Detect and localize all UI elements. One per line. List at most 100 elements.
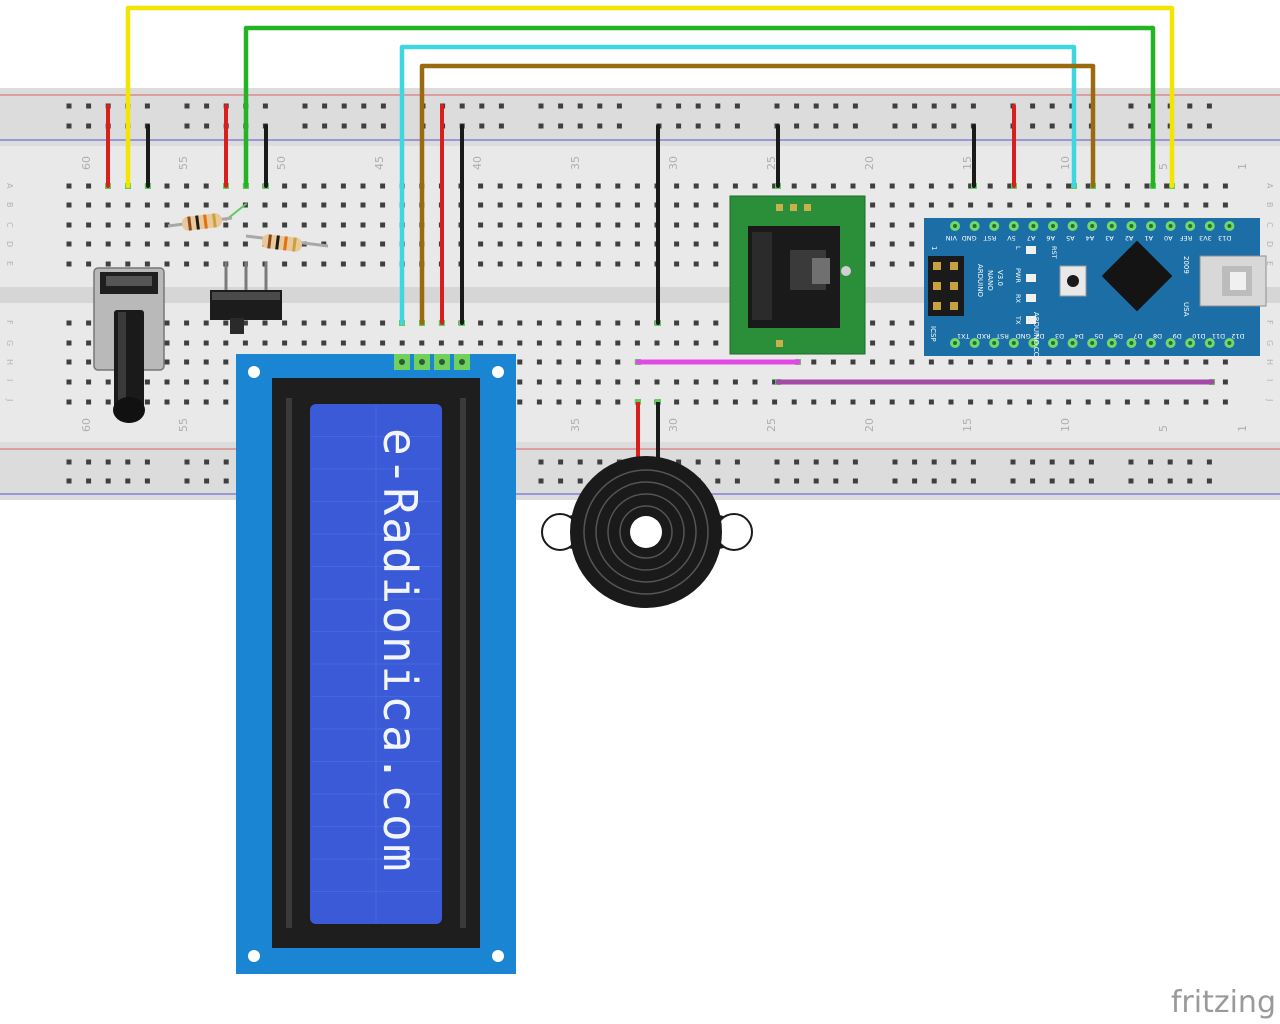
nano-top-pin-label: GND bbox=[962, 234, 977, 242]
column-number: 5 bbox=[1157, 163, 1170, 170]
jumper-wires bbox=[106, 5, 1215, 385]
nano-bottom-pin-label: GND bbox=[1016, 332, 1031, 340]
row-letter: B bbox=[5, 202, 14, 208]
arduino-nano: D13 3V3 REF A0 A1 A2 A3 A4 A5 A6 A7 5V RST GND VIN D12… bbox=[924, 218, 1267, 357]
lcd-module: e-Radionica.com bbox=[236, 354, 516, 974]
reset-label: RST bbox=[1050, 246, 1058, 259]
potentiometer bbox=[93, 267, 165, 423]
nano-top-pin-label: RST bbox=[984, 234, 997, 242]
column-number: 45 bbox=[373, 156, 386, 170]
nano-bottom-pin-label: D7 bbox=[1133, 332, 1142, 340]
row-letter: G bbox=[1265, 340, 1274, 346]
column-number: 5 bbox=[1157, 425, 1170, 432]
led-label-pwr: PWR bbox=[1014, 268, 1022, 283]
column-number: 10 bbox=[1059, 418, 1072, 432]
lcd-display-text: e-Radionica.com bbox=[373, 428, 427, 873]
column-number: 60 bbox=[80, 156, 93, 170]
row-letter: A bbox=[5, 183, 14, 189]
column-number: 25 bbox=[765, 156, 778, 170]
nano-top-pin-label: 3V3 bbox=[1199, 234, 1212, 242]
country-label: USA bbox=[1182, 302, 1190, 317]
column-number: 20 bbox=[863, 418, 876, 432]
column-number: 1 bbox=[1236, 425, 1249, 432]
column-number: 20 bbox=[863, 156, 876, 170]
nano-bottom-pin-label: D4 bbox=[1075, 332, 1084, 340]
column-number: 40 bbox=[471, 156, 484, 170]
row-letter: F bbox=[1265, 320, 1274, 325]
nano-top-pin-label: REF bbox=[1180, 234, 1193, 242]
column-number: 25 bbox=[765, 418, 778, 432]
row-letter: F bbox=[5, 320, 14, 325]
piezo-buzzer bbox=[541, 402, 753, 608]
column-number: 55 bbox=[177, 156, 190, 170]
column-number: 60 bbox=[80, 418, 93, 432]
nano-bottom-pin-label: D9 bbox=[1173, 332, 1182, 340]
model-line-2: NANO bbox=[986, 270, 994, 291]
row-letter: J bbox=[1265, 398, 1274, 401]
nano-bottom-pin-label: RST bbox=[996, 332, 1009, 340]
nano-top-pin-label: A0 bbox=[1164, 234, 1173, 242]
nano-top-pin-label: A3 bbox=[1105, 234, 1114, 242]
nano-bottom-pin-label: D11 bbox=[1212, 332, 1225, 340]
resistor-1 bbox=[167, 213, 233, 231]
column-number: 35 bbox=[569, 156, 582, 170]
nano-bottom-pin-label: RXD bbox=[977, 332, 991, 340]
column-number: 50 bbox=[275, 156, 288, 170]
row-letter: H bbox=[1265, 359, 1274, 365]
led-label-rx: RX bbox=[1014, 294, 1022, 304]
nano-top-pin-label: A2 bbox=[1125, 234, 1134, 242]
nano-top-pin-label: A6 bbox=[1046, 234, 1055, 242]
nano-top-pin-label: 5V bbox=[1007, 234, 1016, 242]
led-label-tx: TX bbox=[1014, 315, 1022, 325]
column-number: 15 bbox=[961, 418, 974, 432]
nano-bottom-pin-label: D5 bbox=[1094, 332, 1103, 340]
nano-top-pin-label: A7 bbox=[1027, 234, 1036, 242]
row-letter: C bbox=[5, 222, 14, 228]
nano-bottom-pin-label: D2 bbox=[1035, 332, 1044, 340]
resistor-2 bbox=[245, 234, 329, 252]
row-letter: D bbox=[1265, 241, 1274, 247]
nano-top-pin-label: A1 bbox=[1144, 234, 1153, 242]
row-letter: H bbox=[5, 359, 14, 365]
column-number: 30 bbox=[667, 156, 680, 170]
row-letter: E bbox=[5, 261, 14, 266]
row-letter: A bbox=[1265, 183, 1274, 189]
nano-bottom-pin-label: D12 bbox=[1231, 332, 1244, 340]
green-wire bbox=[243, 25, 1156, 189]
column-number: 15 bbox=[961, 156, 974, 170]
audio-jack-module bbox=[729, 195, 866, 355]
row-letter: I bbox=[1265, 379, 1274, 381]
site-label: ARDUINO.CC bbox=[1032, 312, 1040, 357]
row-letter: B bbox=[1265, 202, 1274, 208]
column-number: 55 bbox=[177, 418, 190, 432]
model-line-3: V3.0 bbox=[996, 270, 1004, 286]
nano-bottom-pin-label: TX1 bbox=[957, 332, 971, 340]
icsp-label: ICSP bbox=[929, 326, 937, 342]
row-letter: D bbox=[5, 241, 14, 247]
column-number: 30 bbox=[667, 418, 680, 432]
nano-top-pin-label: D13 bbox=[1218, 234, 1231, 242]
yellow-wire bbox=[125, 5, 1175, 189]
brown-wire bbox=[419, 63, 1096, 326]
icsp-pin1-label: 1 bbox=[930, 246, 938, 250]
model-line-1: ARDUINO bbox=[976, 264, 984, 297]
row-letter: J bbox=[5, 398, 14, 401]
row-letters: A A B B C C D D E E F F G G H H I I J J bbox=[5, 183, 1274, 401]
cyan-wire bbox=[399, 44, 1077, 326]
nano-top-pin-label: A5 bbox=[1066, 234, 1075, 242]
row-letter: I bbox=[5, 379, 14, 381]
row-letter: C bbox=[1265, 222, 1274, 228]
led-label-l: L bbox=[1014, 246, 1022, 250]
fritzing-logo: fritzing bbox=[1170, 985, 1276, 1020]
column-number: 1 bbox=[1236, 163, 1249, 170]
row-letter: G bbox=[5, 340, 14, 346]
nano-top-pin-label: VIN bbox=[946, 234, 957, 242]
nano-bottom-pin-label: D8 bbox=[1153, 332, 1162, 340]
row-letter: E bbox=[1265, 261, 1274, 266]
year-label: 2009 bbox=[1182, 256, 1190, 274]
nano-bottom-pin-label: D10 bbox=[1192, 332, 1205, 340]
column-number: 35 bbox=[569, 418, 582, 432]
nano-top-pin-label: A4 bbox=[1086, 234, 1095, 242]
